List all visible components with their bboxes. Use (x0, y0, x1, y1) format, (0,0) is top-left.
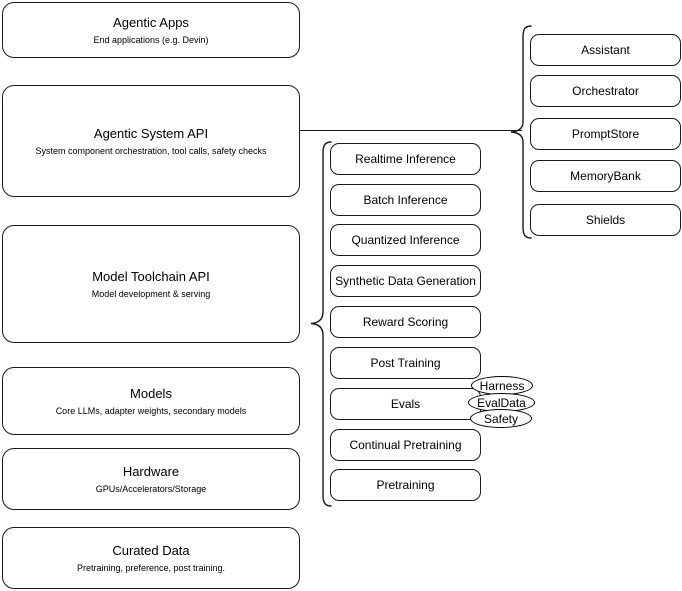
layer-subtitle: System component orchestration, tool cal… (35, 145, 267, 156)
layer-subtitle: End applications (e.g. Devin) (93, 34, 209, 45)
component-label: Pretraining (376, 477, 435, 492)
component-evals[interactable]: Evals (330, 388, 481, 420)
layer-subtitle: Pretraining, preference, post training. (76, 562, 226, 573)
component-label: Post Training (370, 355, 441, 370)
component-label: Quantized Inference (351, 232, 460, 247)
component-pretraining[interactable]: Pretraining (330, 469, 481, 501)
component-assistant[interactable]: Assistant (530, 34, 681, 66)
layer-subtitle: Model development & serving (91, 288, 211, 299)
layer-title: Agentic System API (93, 125, 209, 141)
component-reward-scoring[interactable]: Reward Scoring (330, 306, 481, 338)
component-label: Orchestrator (572, 83, 639, 98)
component-memorybank[interactable]: MemoryBank (530, 160, 681, 192)
brace-system-components (506, 24, 532, 242)
component-promptstore[interactable]: PromptStore (530, 118, 681, 150)
component-label: Synthetic Data Generation (335, 273, 476, 288)
component-quantized-inference[interactable]: Quantized Inference (330, 224, 481, 256)
badge-label: Safety (483, 411, 519, 426)
layer-subtitle: GPUs/Accelerators/Storage (95, 483, 207, 494)
layer-title: Curated Data (112, 542, 190, 558)
layer-title: Models (130, 385, 172, 401)
component-shields[interactable]: Shields (530, 204, 681, 236)
component-post-training[interactable]: Post Training (330, 347, 481, 379)
layer-model-toolchain-api[interactable]: Model Toolchain API Model development & … (2, 225, 300, 343)
component-label: Continual Pretraining (349, 437, 462, 452)
badge-evaldata[interactable]: EvalData (468, 393, 535, 412)
component-label: Assistant (581, 42, 630, 57)
component-orchestrator[interactable]: Orchestrator (530, 75, 681, 107)
layer-subtitle: Core LLMs, adapter weights, secondary mo… (55, 405, 247, 416)
layer-agentic-apps[interactable]: Agentic Apps End applications (e.g. Devi… (2, 2, 300, 58)
badge-label: Harness (479, 378, 525, 393)
connector-system-api-to-components (300, 130, 522, 131)
component-label: Batch Inference (363, 192, 448, 207)
component-realtime-inference[interactable]: Realtime Inference (330, 143, 481, 175)
component-synthetic-data-generation[interactable]: Synthetic Data Generation (330, 265, 481, 297)
component-label: Evals (390, 396, 421, 411)
badge-safety[interactable]: Safety (470, 409, 532, 428)
component-continual-pretraining[interactable]: Continual Pretraining (330, 429, 481, 461)
component-label: PromptStore (571, 126, 640, 141)
component-label: MemoryBank (570, 168, 641, 183)
component-batch-inference[interactable]: Batch Inference (330, 184, 481, 216)
layer-agentic-system-api[interactable]: Agentic System API System component orch… (2, 85, 300, 197)
badge-label: EvalData (477, 395, 526, 410)
layer-title: Model Toolchain API (92, 268, 210, 284)
component-label: Realtime Inference (355, 151, 456, 166)
layer-title: Agentic Apps (113, 14, 189, 30)
layer-title: Hardware (122, 463, 180, 479)
component-label: Shields (585, 212, 626, 227)
layer-hardware[interactable]: Hardware GPUs/Accelerators/Storage (2, 448, 300, 510)
component-label: Reward Scoring (362, 314, 449, 329)
layer-models[interactable]: Models Core LLMs, adapter weights, secon… (2, 367, 300, 435)
brace-toolchain (306, 140, 332, 518)
layer-curated-data[interactable]: Curated Data Pretraining, preference, po… (2, 527, 300, 589)
